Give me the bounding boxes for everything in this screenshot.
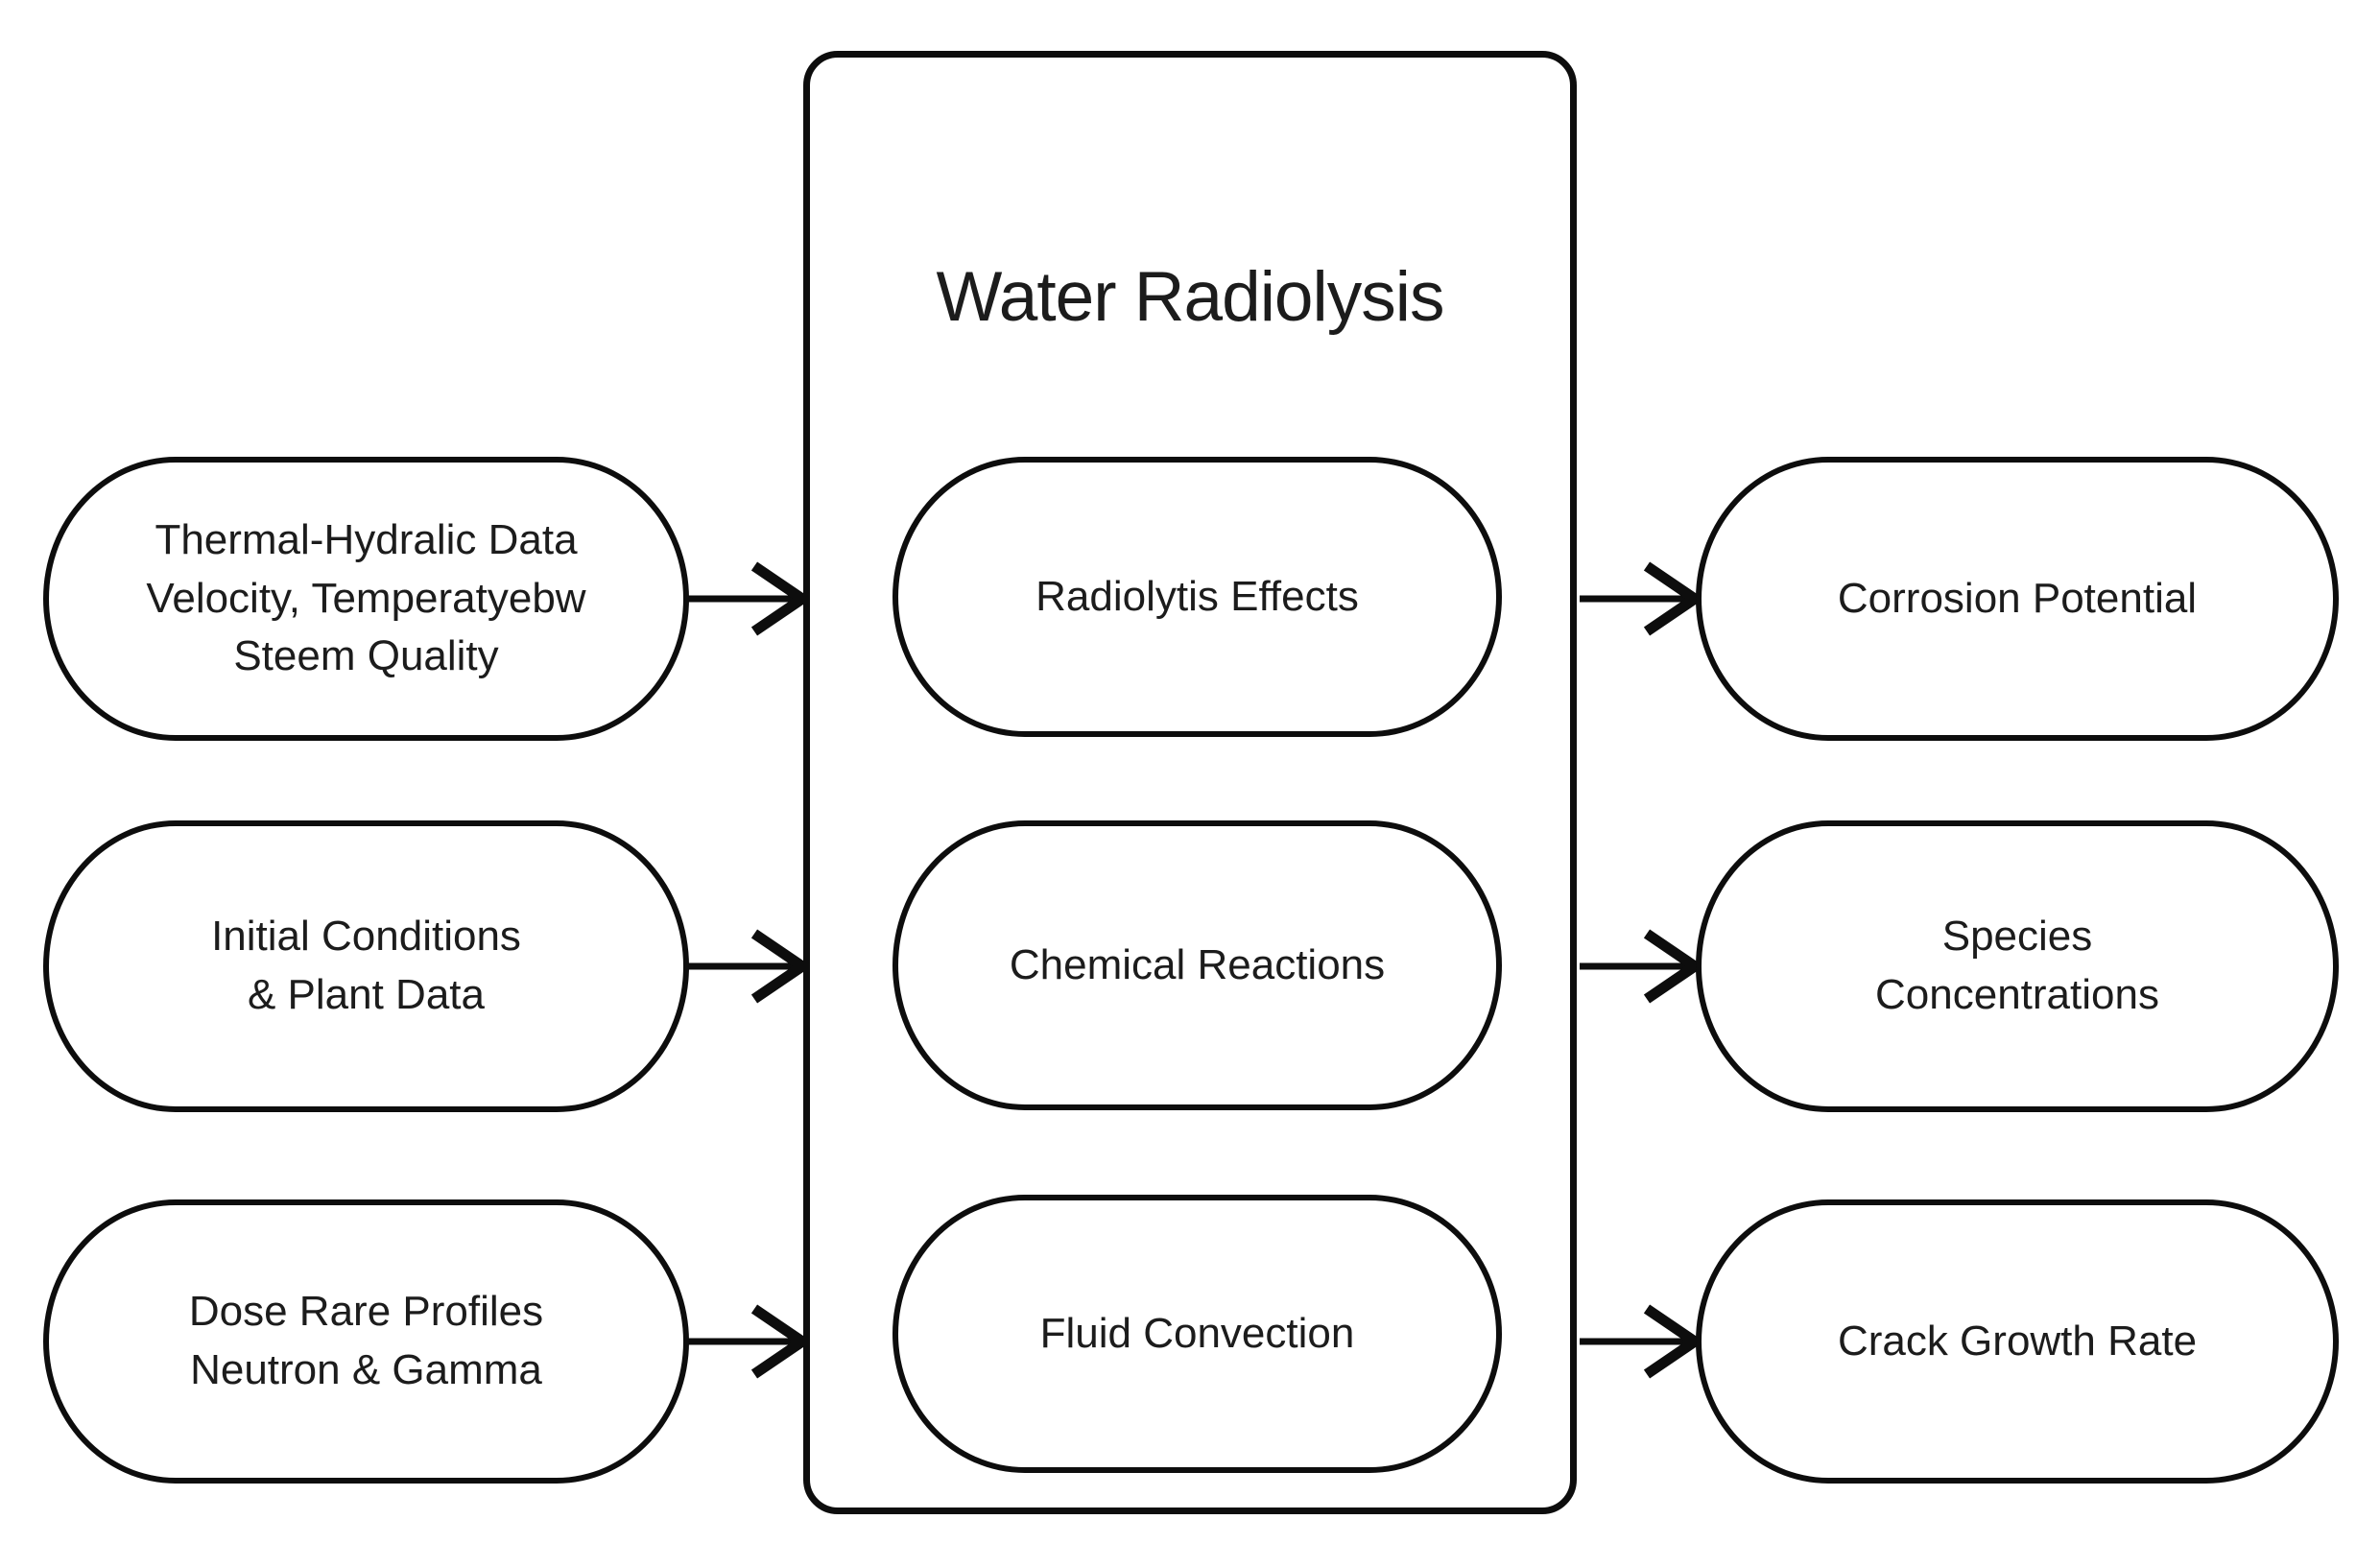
input-node-initial-conditions: Initial Conditions & Plant Data [43, 820, 689, 1112]
output-node-corrosion-potential: Corrosion Potential [1696, 457, 2339, 741]
arrow-output-1 [1580, 561, 1704, 636]
input-node-thermal-hydraulic-data: Thermal-Hydralic Data Velocity, Temperat… [43, 457, 689, 741]
node-label: Initial Conditions & Plant Data [211, 913, 521, 1018]
arrow-output-3 [1580, 1304, 1704, 1379]
node-label: Radiolytis Effects [1035, 572, 1359, 620]
node-label: Chemical Reactions [1009, 940, 1386, 988]
node-label: Crack Growth Rate [1837, 1317, 2198, 1365]
process-node-fluid-convection: Fluid Convection [892, 1195, 1502, 1473]
node-label: Fluid Convection [1039, 1309, 1355, 1357]
node-label: Dose Rare Profiles Neutron & Gamma [188, 1288, 544, 1393]
node-label: Corrosion Potential [1837, 574, 2198, 622]
output-node-crack-growth-rate: Crack Growth Rate [1696, 1199, 2339, 1484]
group-title: Water Radiolysis [936, 258, 1445, 336]
arrow-input-1 [685, 561, 812, 636]
arrow-input-3 [685, 1304, 812, 1379]
output-node-species-concentrations: Species Concentrations [1696, 820, 2339, 1112]
process-node-chemical-reactions: Chemical Reactions [892, 820, 1502, 1110]
node-label: Species Concentrations [1875, 913, 2159, 1018]
arrow-input-2 [685, 929, 812, 1004]
arrow-output-2 [1580, 929, 1704, 1004]
water-radiolysis-group-box: Water Radiolysis Radiolytis Effects Chem… [803, 51, 1577, 1514]
node-label: Thermal-Hydralic Data Velocity, Temperat… [146, 515, 586, 680]
process-node-radiolytic-effects: Radiolytis Effects [892, 457, 1502, 737]
input-node-dose-rate-profiles: Dose Rare Profiles Neutron & Gamma [43, 1199, 689, 1484]
